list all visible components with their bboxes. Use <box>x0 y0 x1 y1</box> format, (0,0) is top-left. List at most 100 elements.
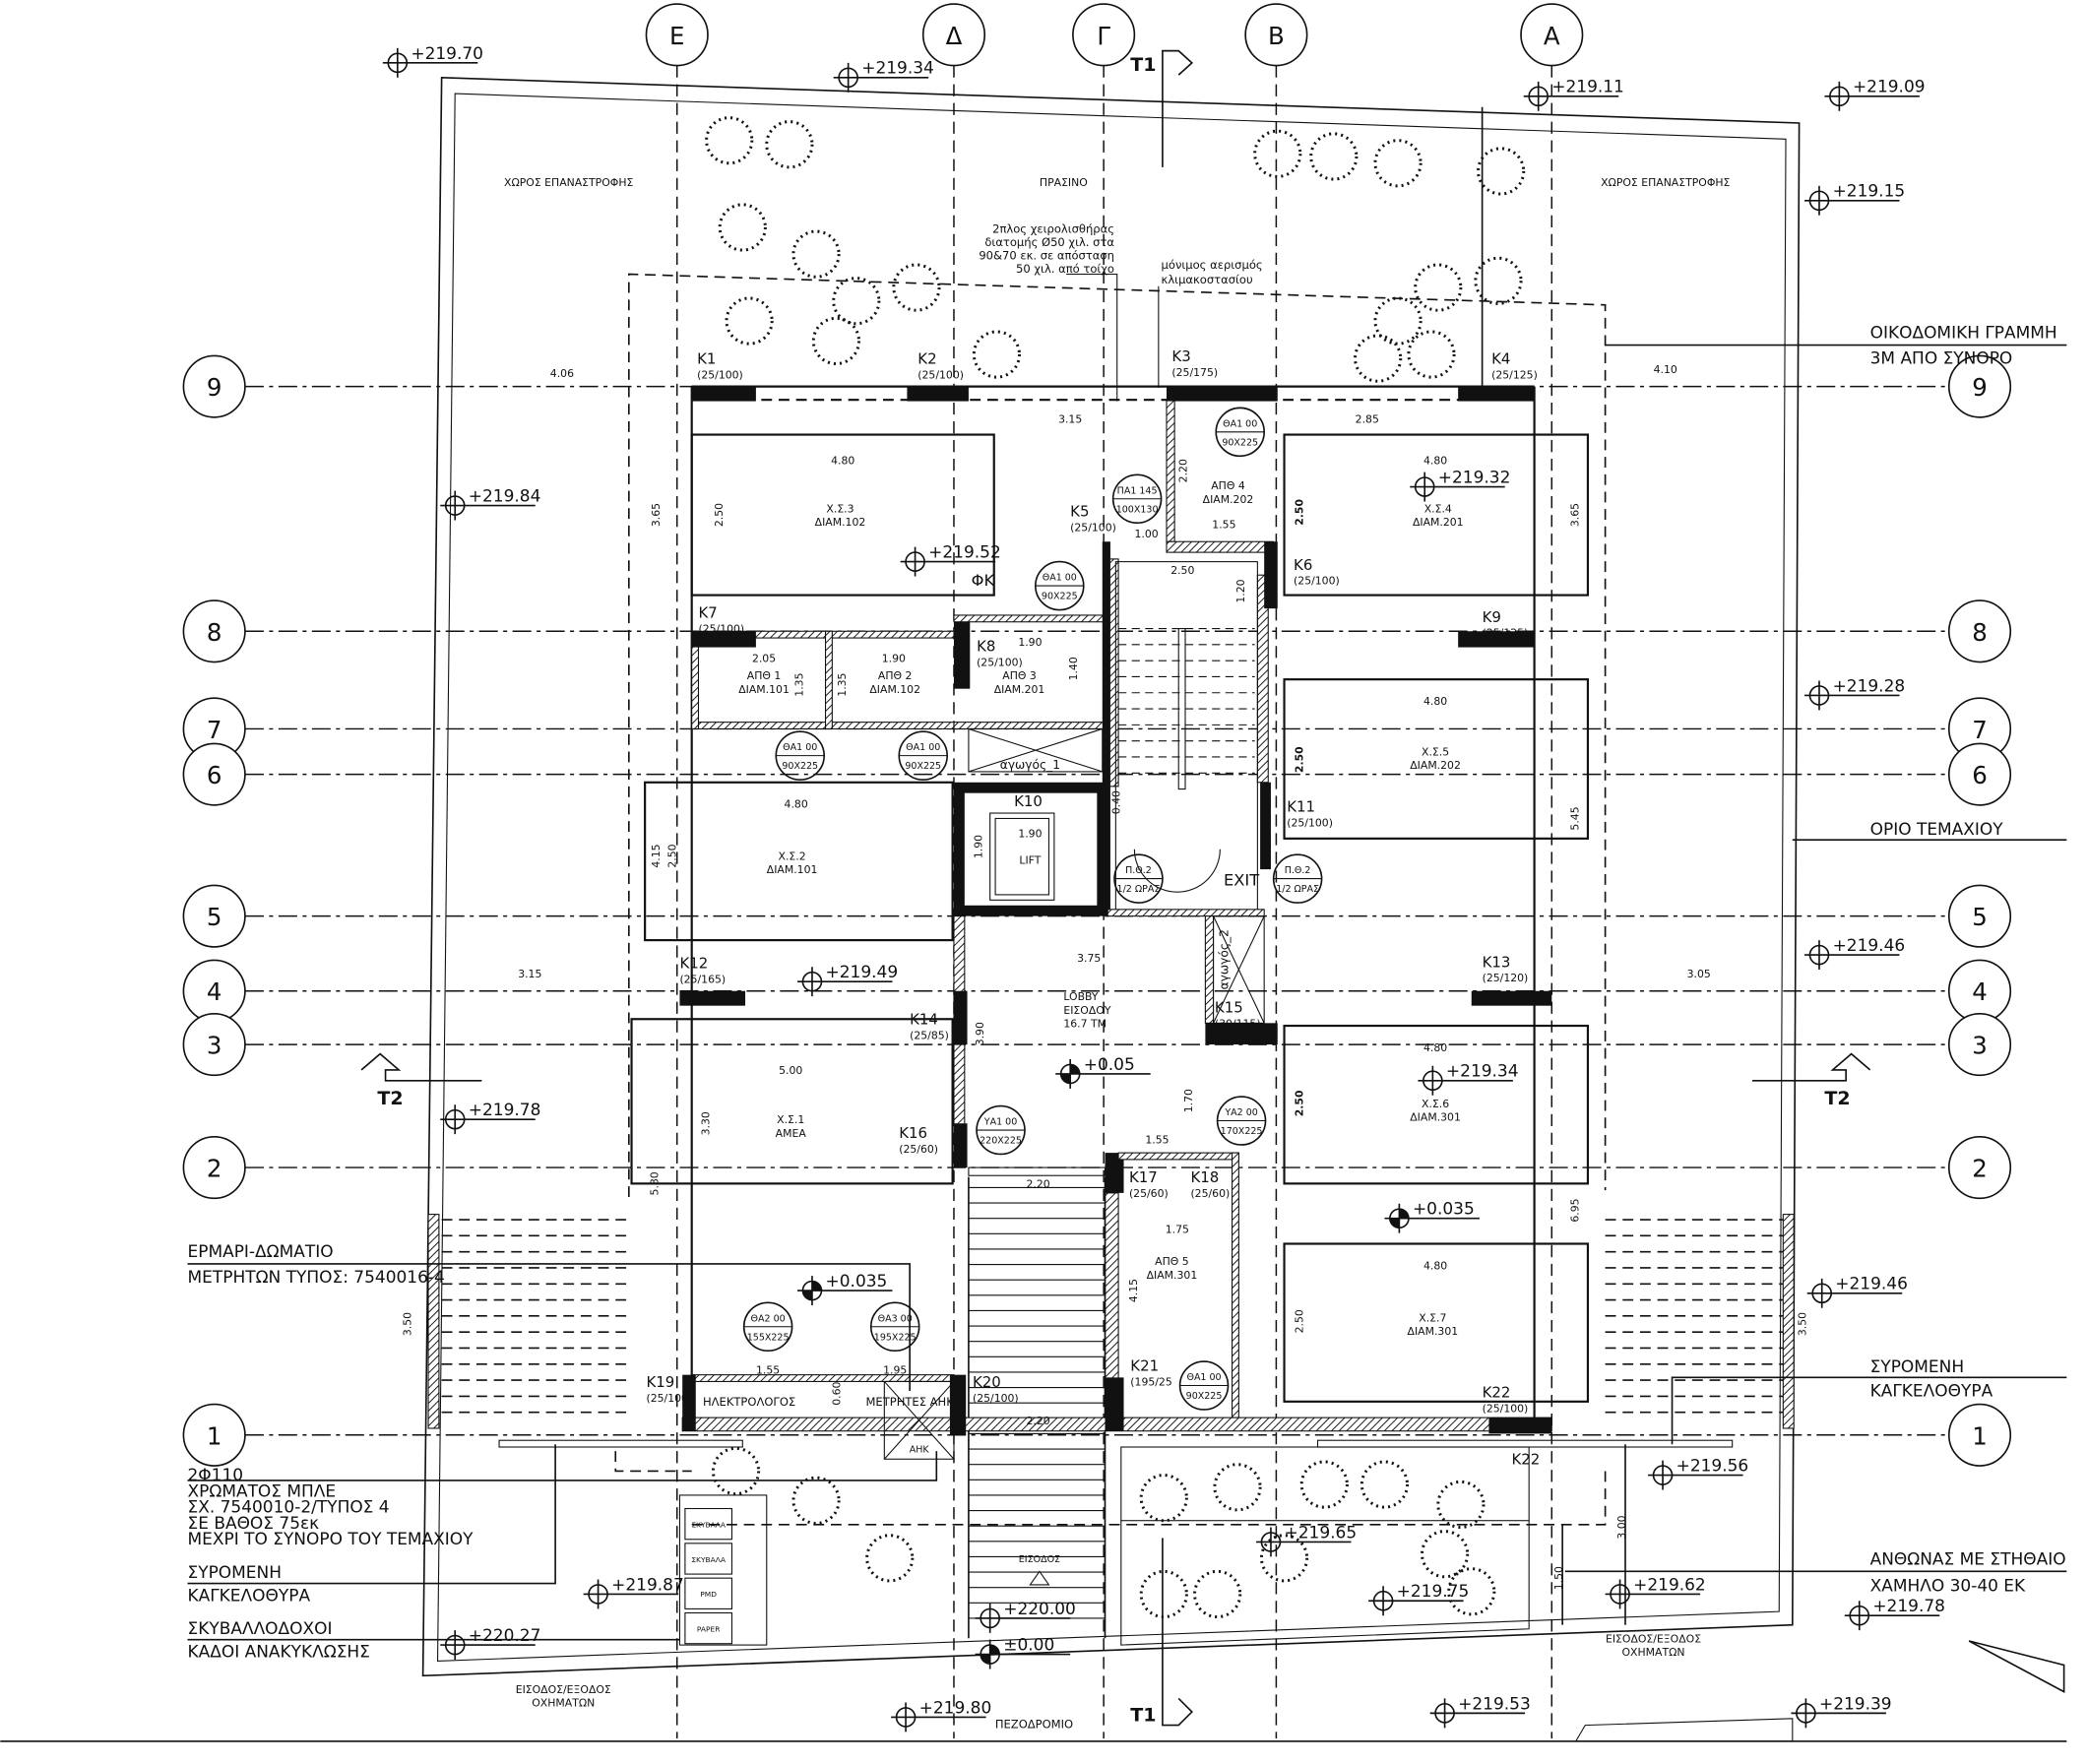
dimension-label: 3.65 <box>650 503 663 527</box>
zone-label: ΧΩΡΟΣ ΕΠΑΝΑΣΤΡΟΦΗΣ <box>504 176 633 189</box>
elevation-value: +219.39 <box>1819 1694 1892 1714</box>
dimension-label: 1.35 <box>836 673 849 697</box>
room-number: ΔΙΑΜ.301 <box>1410 1111 1461 1124</box>
planter-note: ΧΑΜΗΛΟ 30-40 ΕΚ <box>1870 1577 2026 1597</box>
column-size: (25/100) <box>977 657 1023 669</box>
grid-row-label: 3 <box>207 1032 222 1060</box>
grid-column-label: Α <box>1544 22 1560 50</box>
room-name: ΑΠΘ 4 <box>1211 479 1245 492</box>
planter <box>1120 1446 1530 1522</box>
room-number: ΔΙΑΜ.101 <box>738 683 790 696</box>
elevation-value: +219.46 <box>1835 1275 1908 1294</box>
grid-row-label: 4 <box>207 977 222 1006</box>
room-name: Χ.Σ.7 <box>1419 1311 1446 1324</box>
tree-icon <box>892 263 941 312</box>
room-number: ΔΙΑΜ.202 <box>1203 493 1254 506</box>
door-code: ΘΑ1 00 <box>1043 573 1077 584</box>
duct-label: αγωγός_2 <box>1217 929 1231 989</box>
building-line-note: 3Μ ΑΠΟ ΣΥΝΟΡΟ <box>1870 349 2013 369</box>
lift-label: LIFT <box>1019 854 1041 867</box>
driveway-stripes <box>441 1219 1784 1414</box>
bin <box>684 1543 732 1575</box>
column-size: (25/60) <box>1129 1187 1169 1200</box>
elevation-marker: +0.035 <box>797 1272 893 1305</box>
tree-icon <box>1213 1463 1262 1512</box>
dimension-label: 1.55 <box>1145 1134 1169 1147</box>
grid-bubble <box>1947 1403 2012 1467</box>
tree-icon <box>791 229 841 279</box>
meters-room-label: ΜΕΤΡΗΤΕΣ ΑΗΚ <box>865 1395 954 1409</box>
dimension-label: 1.90 <box>1018 827 1042 840</box>
elevation-value: +220.27 <box>469 1626 541 1646</box>
column-size: (25/175) <box>1171 366 1218 379</box>
grid-bubble <box>1947 742 2012 806</box>
dimension-label: 2.20 <box>1026 1415 1049 1427</box>
dimension-label: 2.50 <box>1170 564 1194 577</box>
lobby-label: ΕΙΣΟΔΟΥ <box>1063 1004 1110 1017</box>
dimension-label: 2.50 <box>1294 1309 1306 1333</box>
grid-bubble <box>1947 1135 2012 1200</box>
elevation-marker: ±0.00 <box>975 1636 1071 1670</box>
tree-icon <box>1253 129 1302 178</box>
grid-row-label: 5 <box>207 903 222 931</box>
bin-label: PAPER <box>697 1624 721 1633</box>
door-code: ΠΑ1 145 <box>1117 485 1158 496</box>
section-marker-t1-top <box>1162 49 1194 167</box>
tree-icon <box>711 1446 761 1496</box>
dimension-label: 4.80 <box>1423 1041 1447 1054</box>
dimension-label: 5.45 <box>1568 806 1581 830</box>
dimension-label: 1.95 <box>883 1363 907 1376</box>
bin-enclosure <box>678 1494 768 1646</box>
elevation-marker: +0.05 <box>1055 1055 1151 1089</box>
tree-icon <box>765 120 814 169</box>
room-number: ΔΙΑΜ.102 <box>869 683 920 696</box>
dimension-label: 4.80 <box>1423 1259 1447 1272</box>
north-arrow-icon <box>1968 1640 2065 1693</box>
tree-icon <box>725 296 774 346</box>
elevation-value: +219.15 <box>1833 182 1906 202</box>
room-name: Χ.Σ.5 <box>1422 746 1449 759</box>
column-size: (25/100) <box>973 1392 1019 1405</box>
room-name: Χ.Σ.4 <box>1424 502 1452 515</box>
column-tag: K21 <box>1130 1357 1159 1375</box>
tree-icon <box>1414 263 1463 312</box>
door-size: 90Χ225 <box>1186 1391 1223 1402</box>
grid-row-label: 7 <box>207 716 222 744</box>
grid-bubble <box>182 742 246 806</box>
bin <box>684 1577 732 1609</box>
sliding-gate-note: ΣΥΡΟΜΕΝΗ <box>1870 1357 1965 1377</box>
column-tag: K16 <box>899 1124 927 1142</box>
door-size: 195Χ225 <box>874 1332 917 1343</box>
room-name: Χ.Σ.2 <box>779 850 806 863</box>
lobby-label: 16.7 ΤΜ <box>1063 1017 1107 1030</box>
conduit-note: ΣΧ. 7540010-2/ΤΥΠΟΣ 4 <box>187 1498 389 1518</box>
elevation-value: +219.34 <box>861 59 934 79</box>
dimension-label: 4.15 <box>1127 1279 1140 1302</box>
column-tag: K15 <box>1215 998 1243 1016</box>
column-tag: K4 <box>1491 350 1510 368</box>
dimension-label: 3.65 <box>1568 503 1581 527</box>
sidewalk-label: ΠΕΖΟΔΡΟΜΙΟ <box>995 1717 1073 1731</box>
elevation-value: +220.00 <box>1003 1600 1076 1619</box>
elevation-marker: +219.46 <box>1804 936 1905 970</box>
column-size: (25/60) <box>1190 1187 1230 1200</box>
dimension-label: 2.85 <box>1356 412 1379 425</box>
dimension-label: 1.35 <box>792 673 805 697</box>
tree-icon <box>1477 147 1526 196</box>
conduit-note: 2Φ110 <box>187 1466 243 1485</box>
room-number: ΔΙΑΜ.202 <box>1410 759 1461 772</box>
sliding-gate-left[interactable] <box>498 1439 743 1448</box>
door-code: ΘΑ1 00 <box>906 742 940 753</box>
elevation-marker: +219.78 <box>440 1101 540 1135</box>
column-size: (25/100) <box>1287 817 1333 830</box>
room-name: ΑΠΘ 5 <box>1155 1255 1189 1268</box>
elevation-marker: +219.34 <box>1418 1062 1519 1096</box>
column-size: (25/100) <box>1483 1403 1529 1416</box>
grid-row-label: 8 <box>207 618 222 647</box>
column-tag: K9 <box>1483 608 1501 626</box>
elevation-marker: +219.65 <box>1256 1523 1357 1557</box>
grid-bubble <box>1947 1013 2012 1077</box>
conduit-note: ΧΡΩΜΑΤΟΣ ΜΠΛΕ <box>187 1481 336 1501</box>
